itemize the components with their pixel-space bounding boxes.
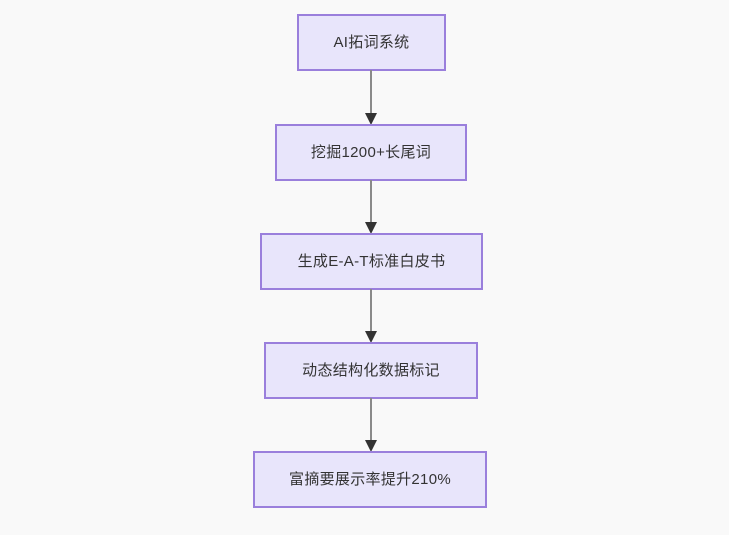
flow-node-mine-longtail-keywords[interactable]: 挖掘1200+长尾词 — [275, 124, 467, 181]
flow-node-label: AI拓词系统 — [333, 34, 410, 51]
flow-node-ai-keyword-system[interactable]: AI拓词系统 — [297, 14, 446, 71]
flow-connector-arrow-3 — [361, 289, 381, 343]
flow-node-label: 动态结构化数据标记 — [302, 362, 440, 379]
flow-connector-arrow-1 — [361, 70, 381, 125]
flow-node-generate-eat-whitepaper[interactable]: 生成E-A-T标准白皮书 — [260, 233, 483, 290]
flow-connector-arrow-2 — [361, 180, 381, 234]
flow-node-dynamic-structured-data-markup[interactable]: 动态结构化数据标记 — [264, 342, 478, 399]
flow-node-rich-snippet-impression-uplift[interactable]: 富摘要展示率提升210% — [253, 451, 487, 508]
flow-node-label: 生成E-A-T标准白皮书 — [297, 253, 446, 270]
flow-node-label: 挖掘1200+长尾词 — [310, 144, 432, 161]
flow-connector-arrow-4 — [361, 398, 381, 452]
flow-node-label: 富摘要展示率提升210% — [289, 471, 451, 488]
